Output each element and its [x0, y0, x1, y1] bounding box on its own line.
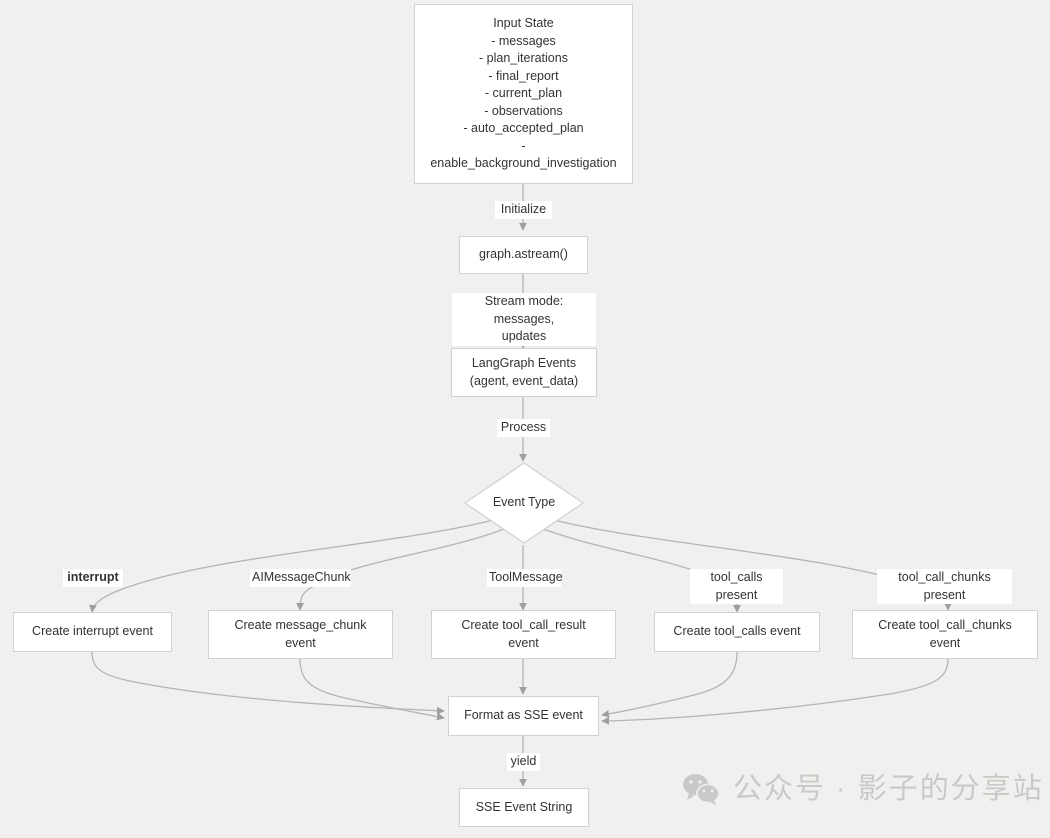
edge-eventtype-to-interrupt — [89, 518, 498, 613]
edge-label-interrupt: interrupt — [63, 569, 123, 587]
edge-label-tool-calls-present: tool_calls present — [690, 569, 783, 604]
edge-toolcallchunks-to-format — [601, 658, 949, 725]
node-create-message-chunk-event[interactable]: Create message_chunk event — [208, 610, 393, 659]
edge-toolcalls-to-format — [601, 651, 738, 718]
node-event-type-decision[interactable]: Event Type — [463, 461, 585, 545]
node-sse-event-string[interactable]: SSE Event String — [459, 788, 589, 827]
edge-label-yield: yield — [507, 753, 540, 771]
edge-label-initialize: Initialize — [495, 201, 552, 219]
node-langgraph-events[interactable]: LangGraph Events (agent, event_data) — [451, 348, 597, 397]
edge-interrupt-to-format — [91, 651, 445, 715]
edge-label-tool-call-chunks-present: tool_call_chunks present — [877, 569, 1012, 604]
node-create-tool-call-result-event[interactable]: Create tool_call_result event — [431, 610, 616, 659]
edge-label-stream-mode: Stream mode: messages, updates — [452, 293, 596, 346]
node-event-type-label: Event Type — [492, 495, 556, 510]
edge-label-ai-message-chunk: AIMessageChunk — [250, 569, 351, 587]
decision-diamond-shape — [463, 462, 585, 544]
node-input-state[interactable]: Input State - messages - plan_iterations… — [414, 4, 633, 184]
edge-messagechunk-to-format — [299, 658, 445, 721]
node-create-tool-calls-event[interactable]: Create tool_calls event — [654, 612, 820, 652]
node-format-as-sse-event[interactable]: Format as SSE event — [448, 696, 599, 736]
node-graph-astream[interactable]: graph.astream() — [459, 236, 588, 274]
edge-label-tool-message: ToolMessage — [487, 569, 563, 587]
node-create-interrupt-event[interactable]: Create interrupt event — [13, 612, 172, 652]
edge-label-process: Process — [497, 419, 550, 437]
node-create-tool-call-chunks-event[interactable]: Create tool_call_chunks event — [852, 610, 1038, 659]
